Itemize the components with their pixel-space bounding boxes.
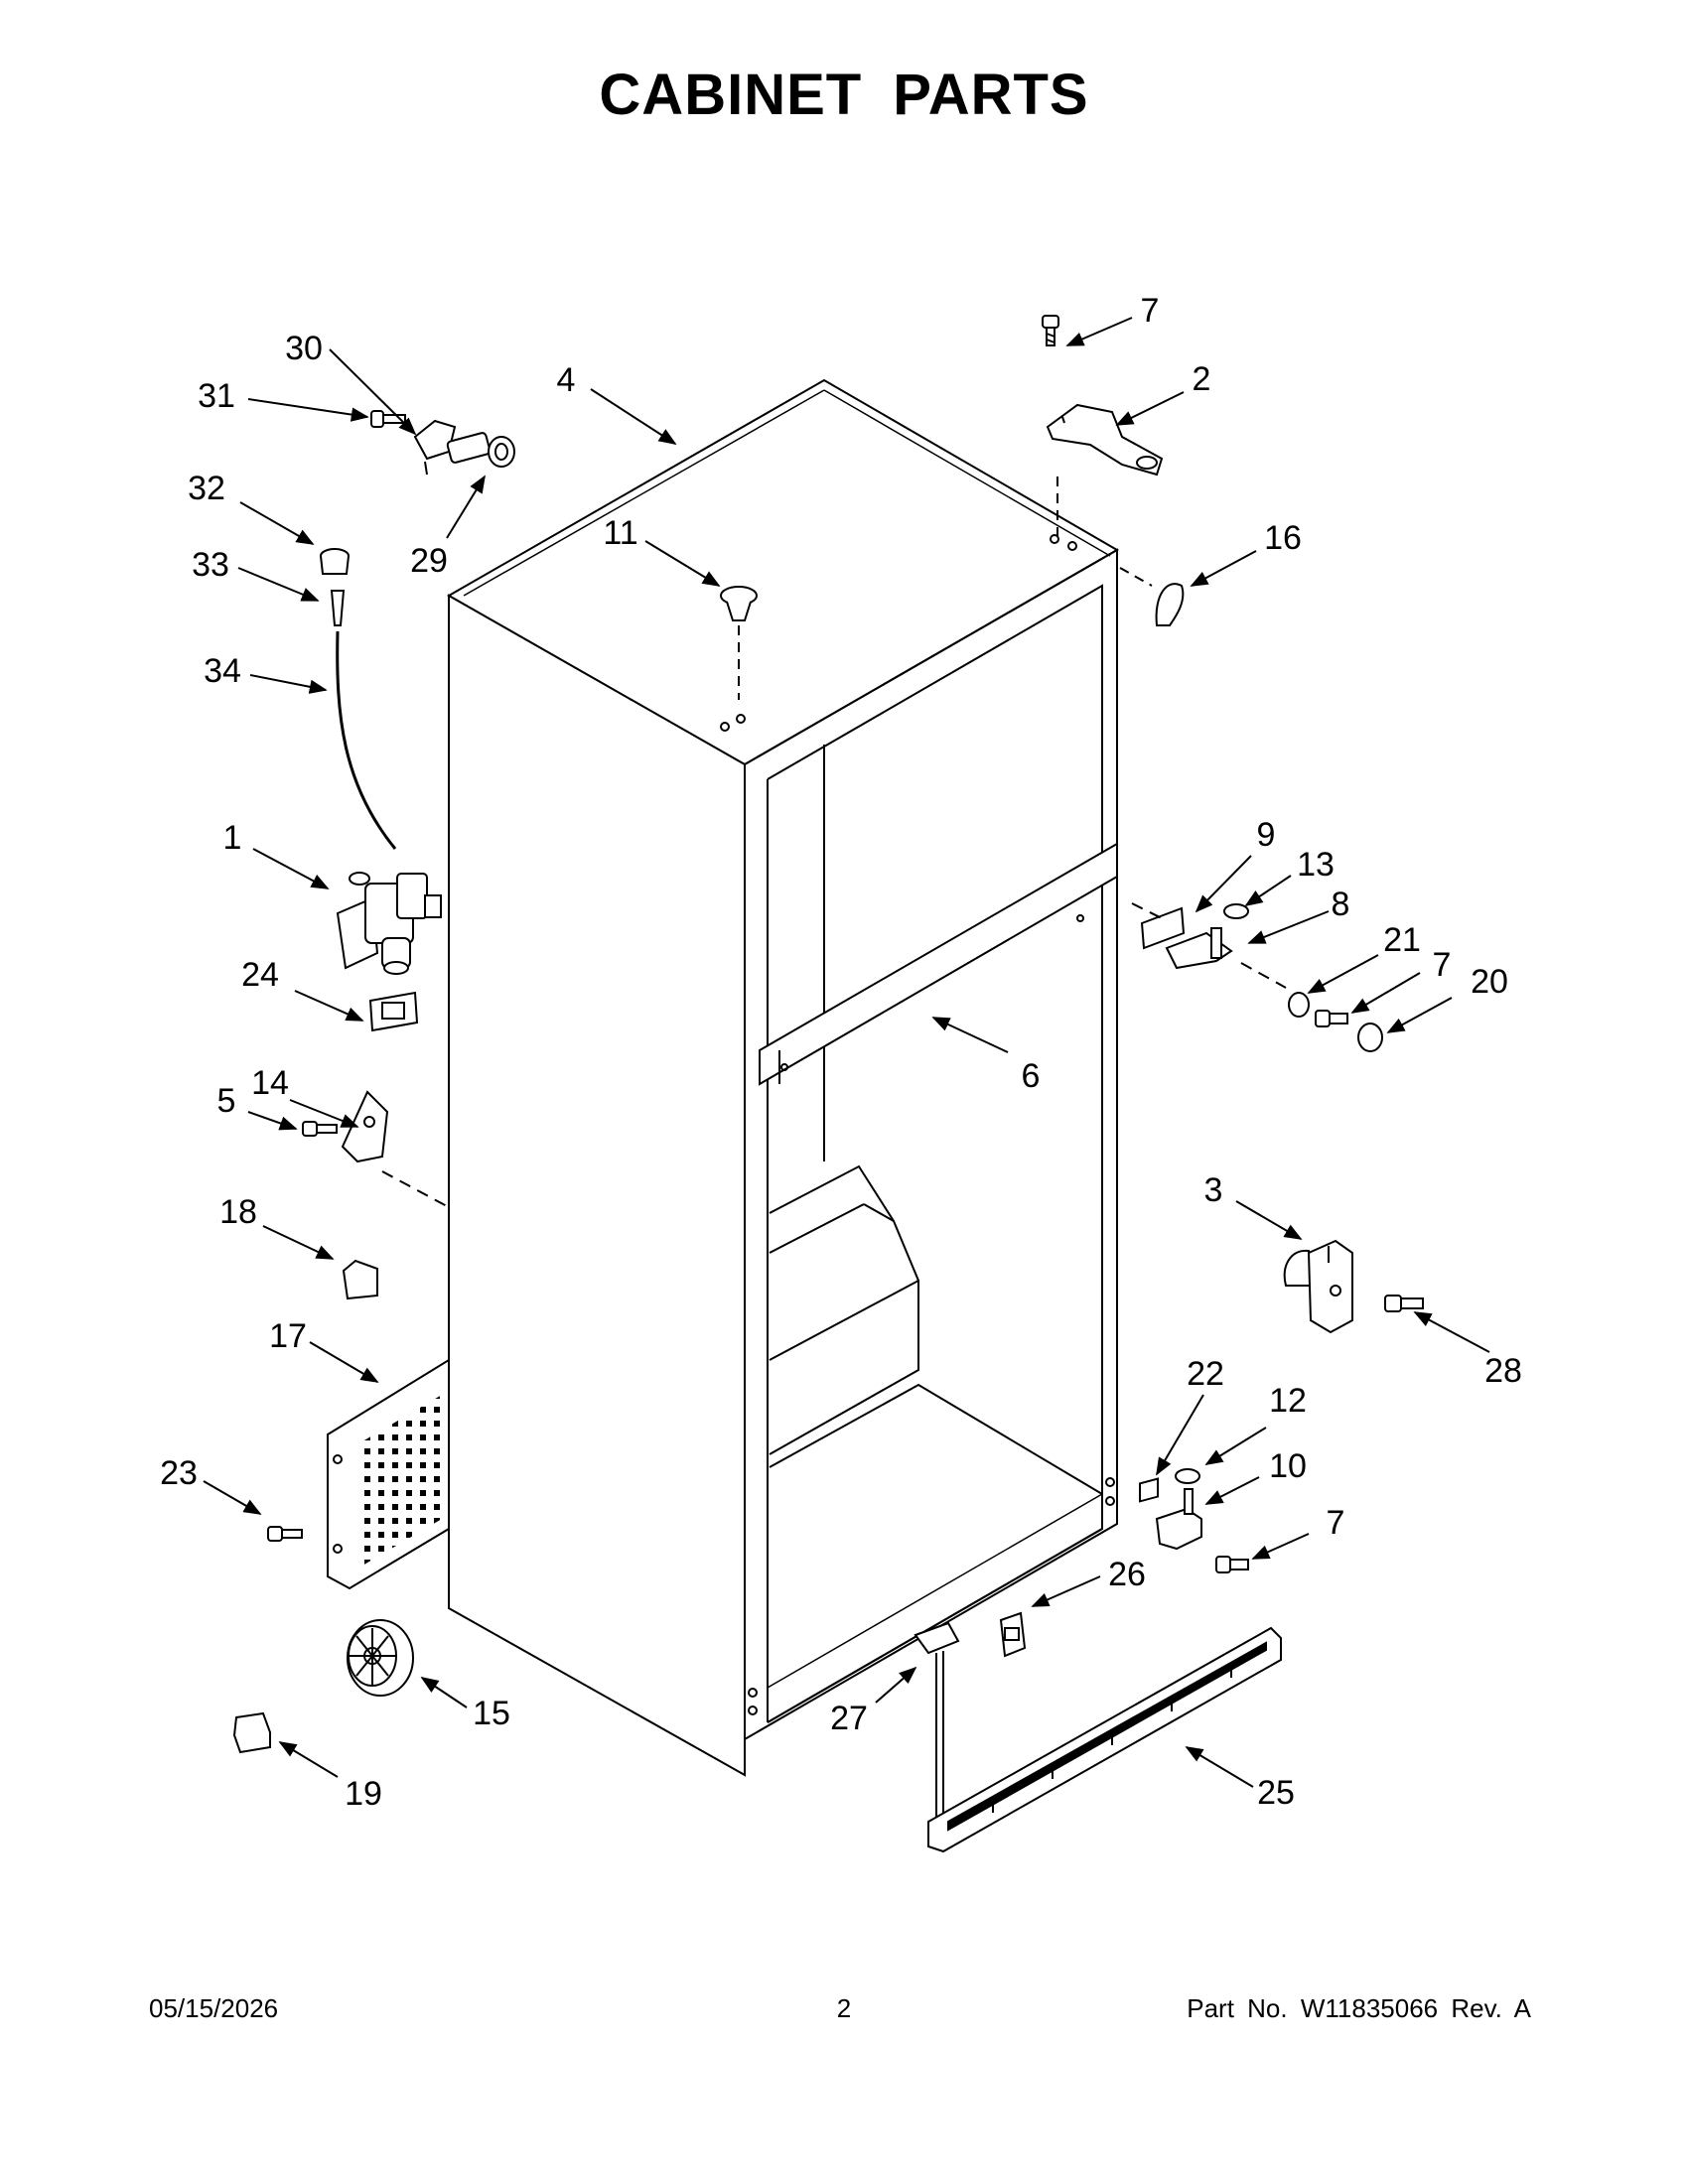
bottom-hinge: [1283, 1239, 1353, 1334]
leader-arrows: [203, 317, 1490, 1788]
callout-16: 16: [1264, 519, 1302, 557]
center-hinge: [1140, 906, 1233, 970]
water-inlet-fitting: [413, 419, 515, 476]
hinge-screw-top: [1042, 315, 1059, 346]
hinge-cover: [1155, 583, 1185, 626]
callout-15: 15: [473, 1695, 510, 1732]
footer-part-number: Part No. W11835066 Rev. A: [1187, 1993, 1531, 2023]
rear-access-panel: [327, 1358, 450, 1590]
callout-31: 31: [198, 377, 235, 415]
shim-22: [1139, 1477, 1159, 1503]
callout-labels: 30 31 4 7 2 32 29 11 16 33 34 1 9 13 8 2…: [160, 292, 1522, 1813]
footer-page-number: 2: [836, 1993, 852, 2023]
tube-insert: [330, 590, 346, 626]
lower-screw-7: [1215, 1556, 1249, 1573]
lower-hinge-bracket-10: [1155, 1488, 1202, 1551]
callout-23: 23: [160, 1454, 198, 1492]
callout-22: 22: [1187, 1355, 1224, 1393]
valve-bracket-screw: [370, 410, 406, 428]
cabinet-left-side: [448, 594, 746, 1777]
callout-17: 17: [269, 1317, 307, 1355]
page-title: CABINET PARTS: [599, 63, 1089, 127]
callout-14: 14: [251, 1064, 289, 1102]
callout-32: 32: [188, 470, 225, 507]
callout-3: 3: [1204, 1171, 1223, 1209]
callout-28: 28: [1484, 1352, 1522, 1390]
callout-30: 30: [285, 330, 323, 367]
callout-7: 7: [1433, 946, 1452, 984]
callout-1: 1: [223, 819, 242, 857]
panel-screw: [267, 1526, 303, 1542]
callout-33: 33: [192, 546, 229, 584]
callout-7: 7: [1327, 1504, 1345, 1542]
hinge-bushing-21: [1288, 992, 1310, 1018]
callout-24: 24: [241, 956, 279, 994]
center-mullion: [759, 842, 1118, 1086]
water-tube: [336, 630, 397, 850]
callout-25: 25: [1257, 1774, 1295, 1812]
cabinet-body: [446, 378, 1119, 1777]
callout-6: 6: [1022, 1057, 1041, 1095]
rear-roller: [347, 1619, 414, 1697]
callout-26: 26: [1108, 1556, 1146, 1593]
grille-clip: [999, 1611, 1027, 1658]
callout-18: 18: [219, 1193, 257, 1231]
water-valve: [336, 872, 442, 975]
callout-10: 10: [1269, 1447, 1307, 1485]
hinge-screw-28: [1384, 1295, 1424, 1312]
callout-27: 27: [830, 1700, 868, 1737]
callout-20: 20: [1471, 963, 1508, 1001]
top-plug: [720, 586, 758, 621]
washer-12: [1175, 1468, 1200, 1484]
callout-9: 9: [1257, 816, 1276, 854]
callout-2: 2: [1193, 360, 1211, 398]
callout-8: 8: [1332, 886, 1350, 923]
callout-11: 11: [603, 514, 637, 552]
base-grille: [927, 1626, 1282, 1853]
leveling-cap: [232, 1711, 271, 1754]
callout-5: 5: [217, 1082, 236, 1120]
screw-5: [302, 1121, 338, 1137]
callout-4: 4: [557, 361, 576, 399]
callout-19: 19: [345, 1775, 382, 1813]
callout-21: 21: [1383, 921, 1421, 959]
hinge-bracket-14: [341, 1090, 389, 1163]
retainer-clip: [342, 1259, 378, 1300]
hinge-screw-mid: [1315, 1010, 1348, 1027]
callout-7: 7: [1141, 292, 1160, 330]
wire-clip: [368, 991, 419, 1032]
callout-12: 12: [1269, 1382, 1307, 1420]
hinge-cap-20: [1357, 1023, 1383, 1052]
hinge-washer-13: [1223, 903, 1249, 919]
callout-13: 13: [1297, 846, 1335, 884]
grille-tab: [914, 1621, 960, 1655]
callout-29: 29: [410, 542, 448, 580]
tube-clamp: [320, 548, 350, 575]
callout-34: 34: [204, 652, 241, 690]
top-hinge-bracket: [1046, 403, 1164, 477]
footer-date: 05/15/2026: [149, 1993, 279, 2023]
